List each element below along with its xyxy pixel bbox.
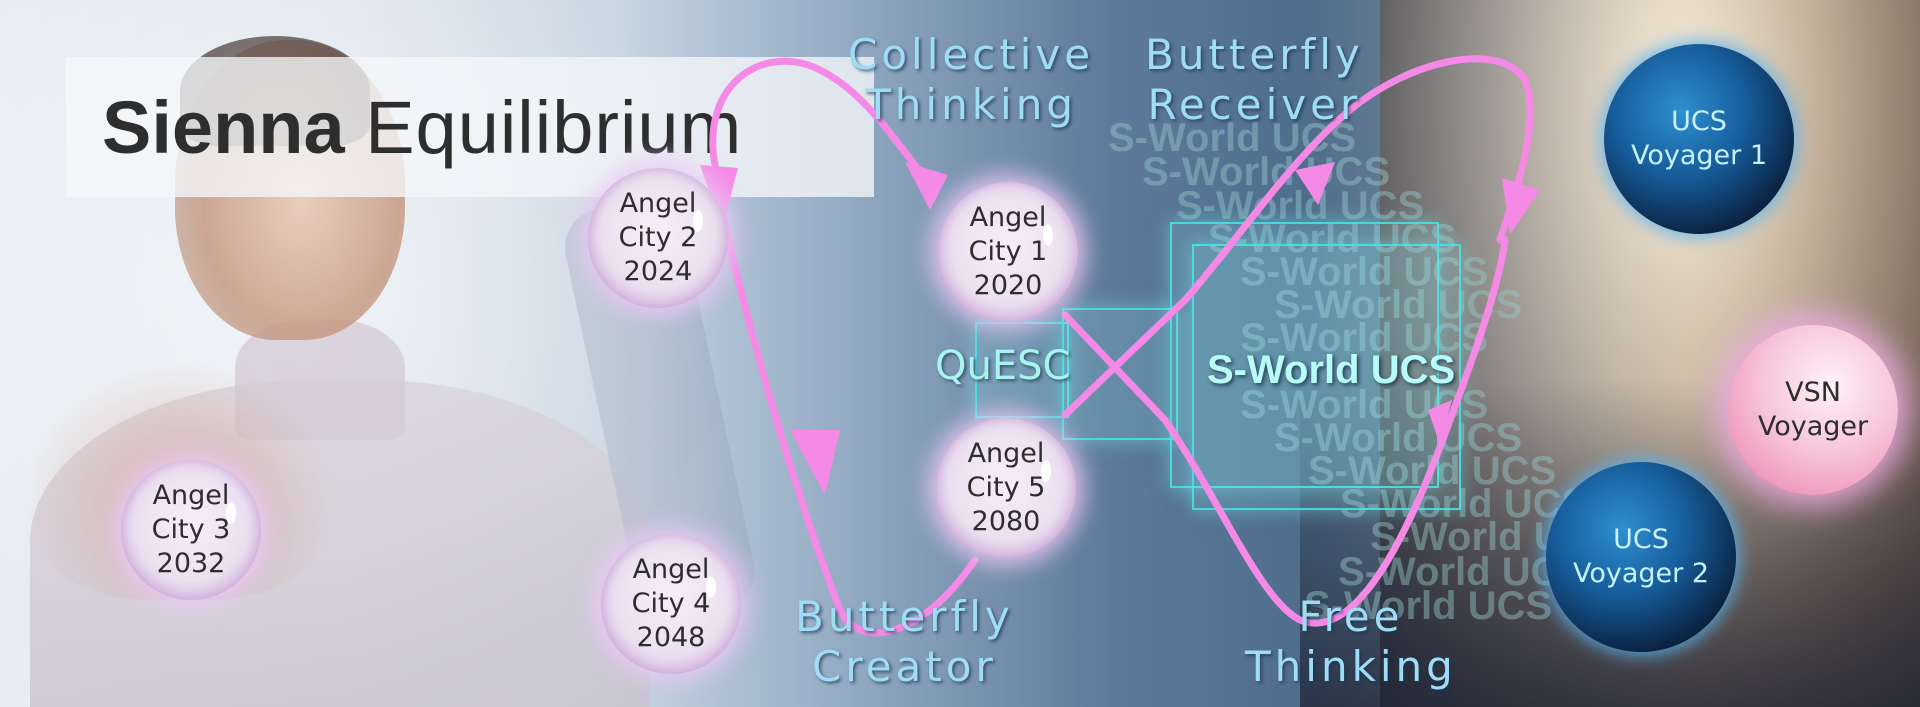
sworld-echo: S-World UCS	[1304, 584, 1553, 628]
label-free-thinking: Free Thinking	[1245, 592, 1457, 691]
bubble-shine	[225, 502, 236, 524]
sworld-echo: S-World UCS	[1340, 482, 1589, 526]
quesc-label: QuESC	[935, 343, 1071, 389]
ucs-voyager-2-orb[interactable]: UCS Voyager 2	[1546, 462, 1736, 652]
bubble-shine	[692, 210, 703, 232]
arrowhead-receiver	[1295, 162, 1335, 205]
sworld-echo: S-World UCS	[1240, 316, 1489, 360]
arrow-path-receiver	[1061, 55, 1534, 419]
title-bold: Sienna	[102, 86, 345, 169]
angel-city-5-bubble[interactable]: Angel City 5 2080	[936, 418, 1076, 558]
arrowhead-to-city1	[905, 162, 948, 210]
arrow-path-free	[1061, 236, 1509, 627]
sworld-cube-front	[1192, 244, 1461, 510]
arrowhead-free	[1428, 400, 1452, 445]
label-collective-thinking: Collective Thinking	[848, 30, 1095, 129]
title-light: Equilibrium	[365, 86, 743, 169]
sworld-echo: S-World UCS	[1240, 250, 1489, 294]
sworld-echo: S-World UCS	[1274, 283, 1523, 327]
label-butterfly-receiver: Butterfly Receiver	[1145, 30, 1364, 129]
arrow-path-collective	[709, 57, 939, 194]
sworld-echo: S-World UCS	[1142, 150, 1391, 194]
bubble-shine	[1042, 224, 1053, 246]
arrowhead-creator	[790, 430, 840, 495]
angel-city-3-bubble[interactable]: Angel City 3 2032	[121, 460, 261, 600]
sworld-ucs-label: S-World UCS	[1207, 348, 1456, 392]
page-title: Sienna Equilibrium	[102, 78, 742, 178]
sworld-echo: S-World UCS	[1176, 184, 1425, 228]
sworld-echo: S-World UCS	[1108, 116, 1357, 160]
bubble-shine	[1040, 460, 1051, 482]
angel-city-2-bubble[interactable]: Angel City 2 2024	[588, 168, 728, 308]
arrowhead-right-down	[1502, 178, 1540, 235]
label-butterfly-creator: Butterfly Creator	[795, 592, 1014, 691]
sworld-echo: S-World UCS	[1274, 416, 1523, 460]
arrow-path-creator	[711, 176, 979, 637]
angel-city-4-bubble[interactable]: Angel City 4 2048	[601, 534, 741, 674]
vsn-voyager-orb[interactable]: VSN Voyager	[1728, 325, 1898, 495]
quesc-cube-small	[975, 322, 1069, 418]
ucs-voyager-1-orb[interactable]: UCS Voyager 1	[1604, 44, 1794, 234]
bubble-shine	[705, 576, 716, 598]
arrowhead-left-down	[700, 165, 738, 228]
angel-city-1-bubble[interactable]: Angel City 1 2020	[938, 182, 1078, 322]
